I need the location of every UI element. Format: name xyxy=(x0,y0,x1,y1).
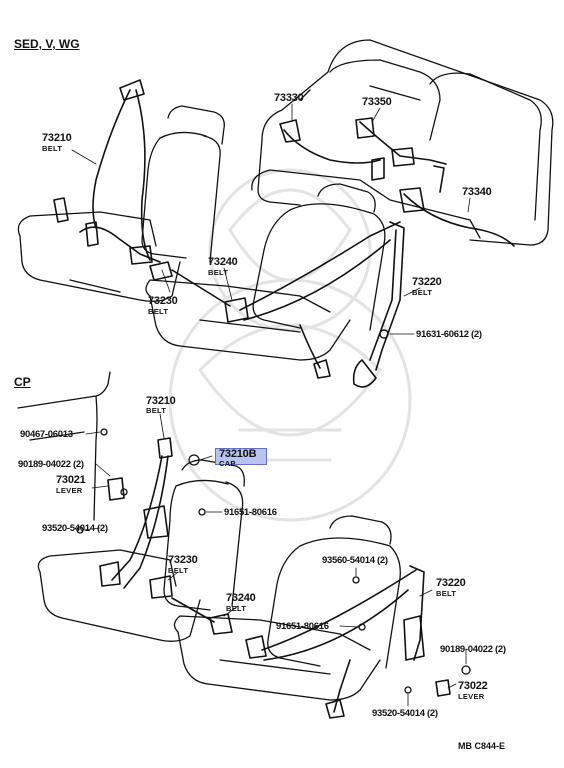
callout-73240-top-name: BELT xyxy=(208,268,229,277)
callout-73230-cp[interactable]: 73230 xyxy=(168,554,198,566)
callout-73021[interactable]: 73021 xyxy=(56,474,86,486)
callout-73240-cp[interactable]: 73240 xyxy=(226,592,256,604)
callout-73240-cp-name: BELT xyxy=(226,604,247,613)
callout-73330-top[interactable]: 73330 xyxy=(274,92,304,104)
cp-front-right-seat xyxy=(173,515,401,701)
callout-73230-top[interactable]: 73230 xyxy=(148,295,178,307)
rear-seat-cushion xyxy=(251,169,481,239)
watermark-emblem xyxy=(168,168,412,522)
callout-73340-top[interactable]: 73340 xyxy=(462,186,492,198)
callout-73210b[interactable]: 73210B xyxy=(219,448,257,460)
diagram-code: MB C844-E xyxy=(458,741,506,751)
callout-73210-top-name: BELT xyxy=(42,144,63,153)
callout-73210-cp[interactable]: 73210 xyxy=(146,395,176,407)
callout-91651-80616-lower[interactable]: 91651-80616 xyxy=(276,621,329,632)
callout-90189-04022-right[interactable]: 90189-04022 (2) xyxy=(440,644,506,655)
callout-73022[interactable]: 73022 xyxy=(458,680,488,692)
section-heading-cp: CP xyxy=(14,375,31,389)
front-right-seat xyxy=(145,183,386,361)
callout-73230-top-name: BELT xyxy=(148,307,169,316)
callout-91651-80616-upper[interactable]: 91651-80616 xyxy=(224,507,277,518)
callout-73210b-name: CAP xyxy=(219,459,236,468)
callout-73021-name: LEVER xyxy=(56,486,83,495)
cp-belts xyxy=(99,437,451,719)
callout-73240-top[interactable]: 73240 xyxy=(208,256,238,268)
callout-93560-54014[interactable]: 93560-54014 (2) xyxy=(322,555,388,566)
callout-90467-06013[interactable]: 90467-06013 xyxy=(20,429,73,440)
callout-73220-cp[interactable]: 73220 xyxy=(436,577,466,589)
callout-73220-cp-name: BELT xyxy=(436,589,457,598)
cp-pillar-panel xyxy=(17,371,111,521)
front-left-seat xyxy=(17,105,225,302)
cp-fasteners xyxy=(76,428,471,694)
callout-93520-54014-left[interactable]: 93520-54014 (2) xyxy=(42,523,108,534)
callout-91631-60612[interactable]: 91631-60612 (2) xyxy=(416,329,482,340)
callout-90189-04022-left[interactable]: 90189-04022 (2) xyxy=(18,459,84,470)
callout-73220-top-name: BELT xyxy=(412,288,433,297)
callout-73210-cp-name: BELT xyxy=(146,406,167,415)
callout-93520-54014-right[interactable]: 93520-54014 (2) xyxy=(372,708,438,719)
top-bolts xyxy=(379,329,389,339)
callout-73210-top[interactable]: 73210 xyxy=(42,132,72,144)
rear-seat-back xyxy=(257,39,554,246)
callout-73022-name: LEVER xyxy=(458,692,485,701)
cp-leader-lines xyxy=(83,413,467,707)
top-belts xyxy=(53,79,515,388)
section-heading-sed-v-wg: SED, V, WG xyxy=(14,37,80,51)
callout-73220-top[interactable]: 73220 xyxy=(412,276,442,288)
highlight-73210b-box xyxy=(215,448,267,465)
top-leader-lines xyxy=(71,103,471,335)
callout-73350-top[interactable]: 73350 xyxy=(362,96,392,108)
callout-73230-cp-name: BELT xyxy=(168,566,189,575)
